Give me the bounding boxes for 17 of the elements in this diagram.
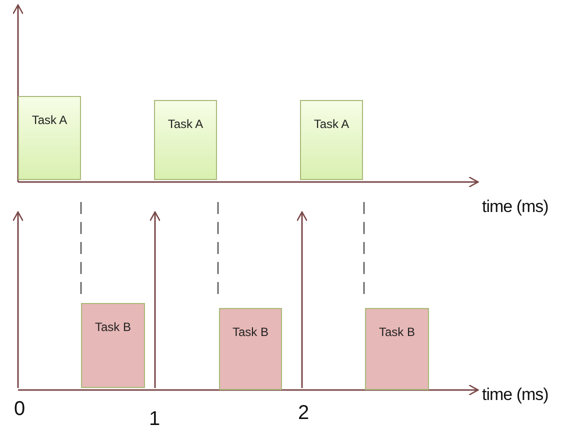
task-block xyxy=(219,308,282,390)
axis-label: time (ms) xyxy=(482,197,548,217)
task-label: Task B xyxy=(232,325,268,339)
tick-label: 0 xyxy=(14,398,25,421)
task-label: Task A xyxy=(168,117,204,131)
task-block xyxy=(18,96,81,180)
task-block xyxy=(81,303,145,388)
task-block xyxy=(300,100,363,180)
tick-label: 2 xyxy=(298,402,309,425)
task-label: Task B xyxy=(378,325,415,339)
tick-label: 1 xyxy=(149,408,160,431)
task-block xyxy=(154,100,217,180)
axis-label: time (ms) xyxy=(482,385,548,405)
task-label: Task A xyxy=(314,117,350,131)
task-label: Task A xyxy=(32,113,68,127)
task-label: Task B xyxy=(94,320,131,334)
task-block xyxy=(365,308,429,390)
